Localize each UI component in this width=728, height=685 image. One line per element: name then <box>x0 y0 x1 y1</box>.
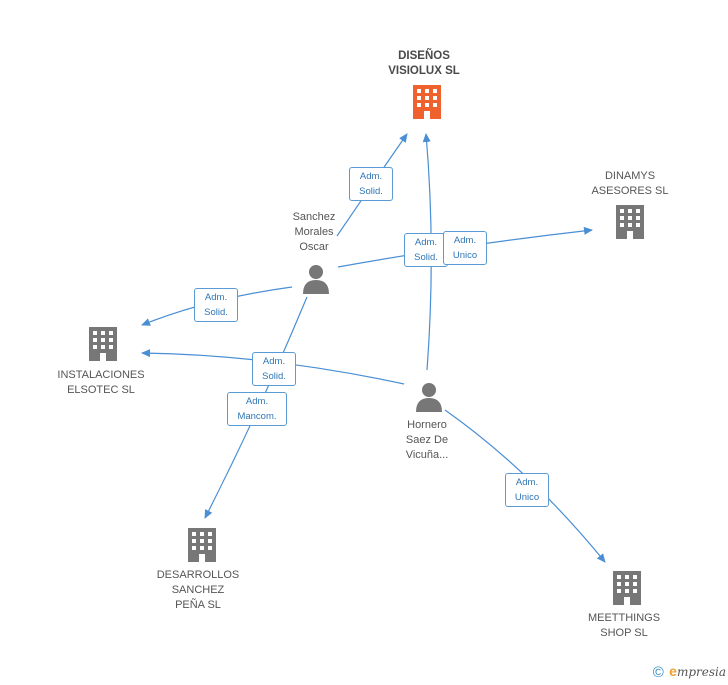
edge-label-role: Adm. Unico <box>443 231 487 265</box>
person-label-hornero[interactable]: Hornero Saez De Vicuña... <box>405 419 449 461</box>
person-label-sanchez[interactable]: Sanchez Morales Oscar <box>292 211 336 253</box>
edge-label-role: Adm. Solid. <box>404 233 448 267</box>
edge-label-role: Adm. Solid. <box>252 352 296 386</box>
building-icon[interactable] <box>611 570 643 606</box>
brand-name: mpresia <box>676 664 726 679</box>
building-icon[interactable] <box>411 84 443 120</box>
building-icon[interactable] <box>614 204 646 240</box>
edge-label-role: Adm. Solid. <box>194 288 238 322</box>
person-icon[interactable] <box>301 264 331 294</box>
brand-logo-initial: e <box>669 662 677 679</box>
company-label-instalaciones[interactable]: INSTALACIONES ELSOTEC SL <box>57 369 145 396</box>
company-label-dinamys[interactable]: DINAMYS ASESORES SL <box>591 170 669 197</box>
company-label-desarrollos[interactable]: DESARROLLOS SANCHEZ PEÑA SL <box>156 569 240 611</box>
edge-label-role: Adm. Mancom. <box>227 392 287 426</box>
company-label-meetthings[interactable]: MEETTHINGS SHOP SL <box>587 612 661 639</box>
copyright-icon: © <box>652 664 664 681</box>
building-icon[interactable] <box>186 527 218 563</box>
footer-brand[interactable]: © empresia <box>653 663 726 681</box>
edge-label-role: Adm. Unico <box>505 473 549 507</box>
person-icon[interactable] <box>414 382 444 412</box>
edge-label-role: Adm. Solid. <box>349 167 393 201</box>
building-icon[interactable] <box>87 326 119 362</box>
company-label-disenos[interactable]: DISEÑOS VISIOLUX SL <box>388 50 460 77</box>
